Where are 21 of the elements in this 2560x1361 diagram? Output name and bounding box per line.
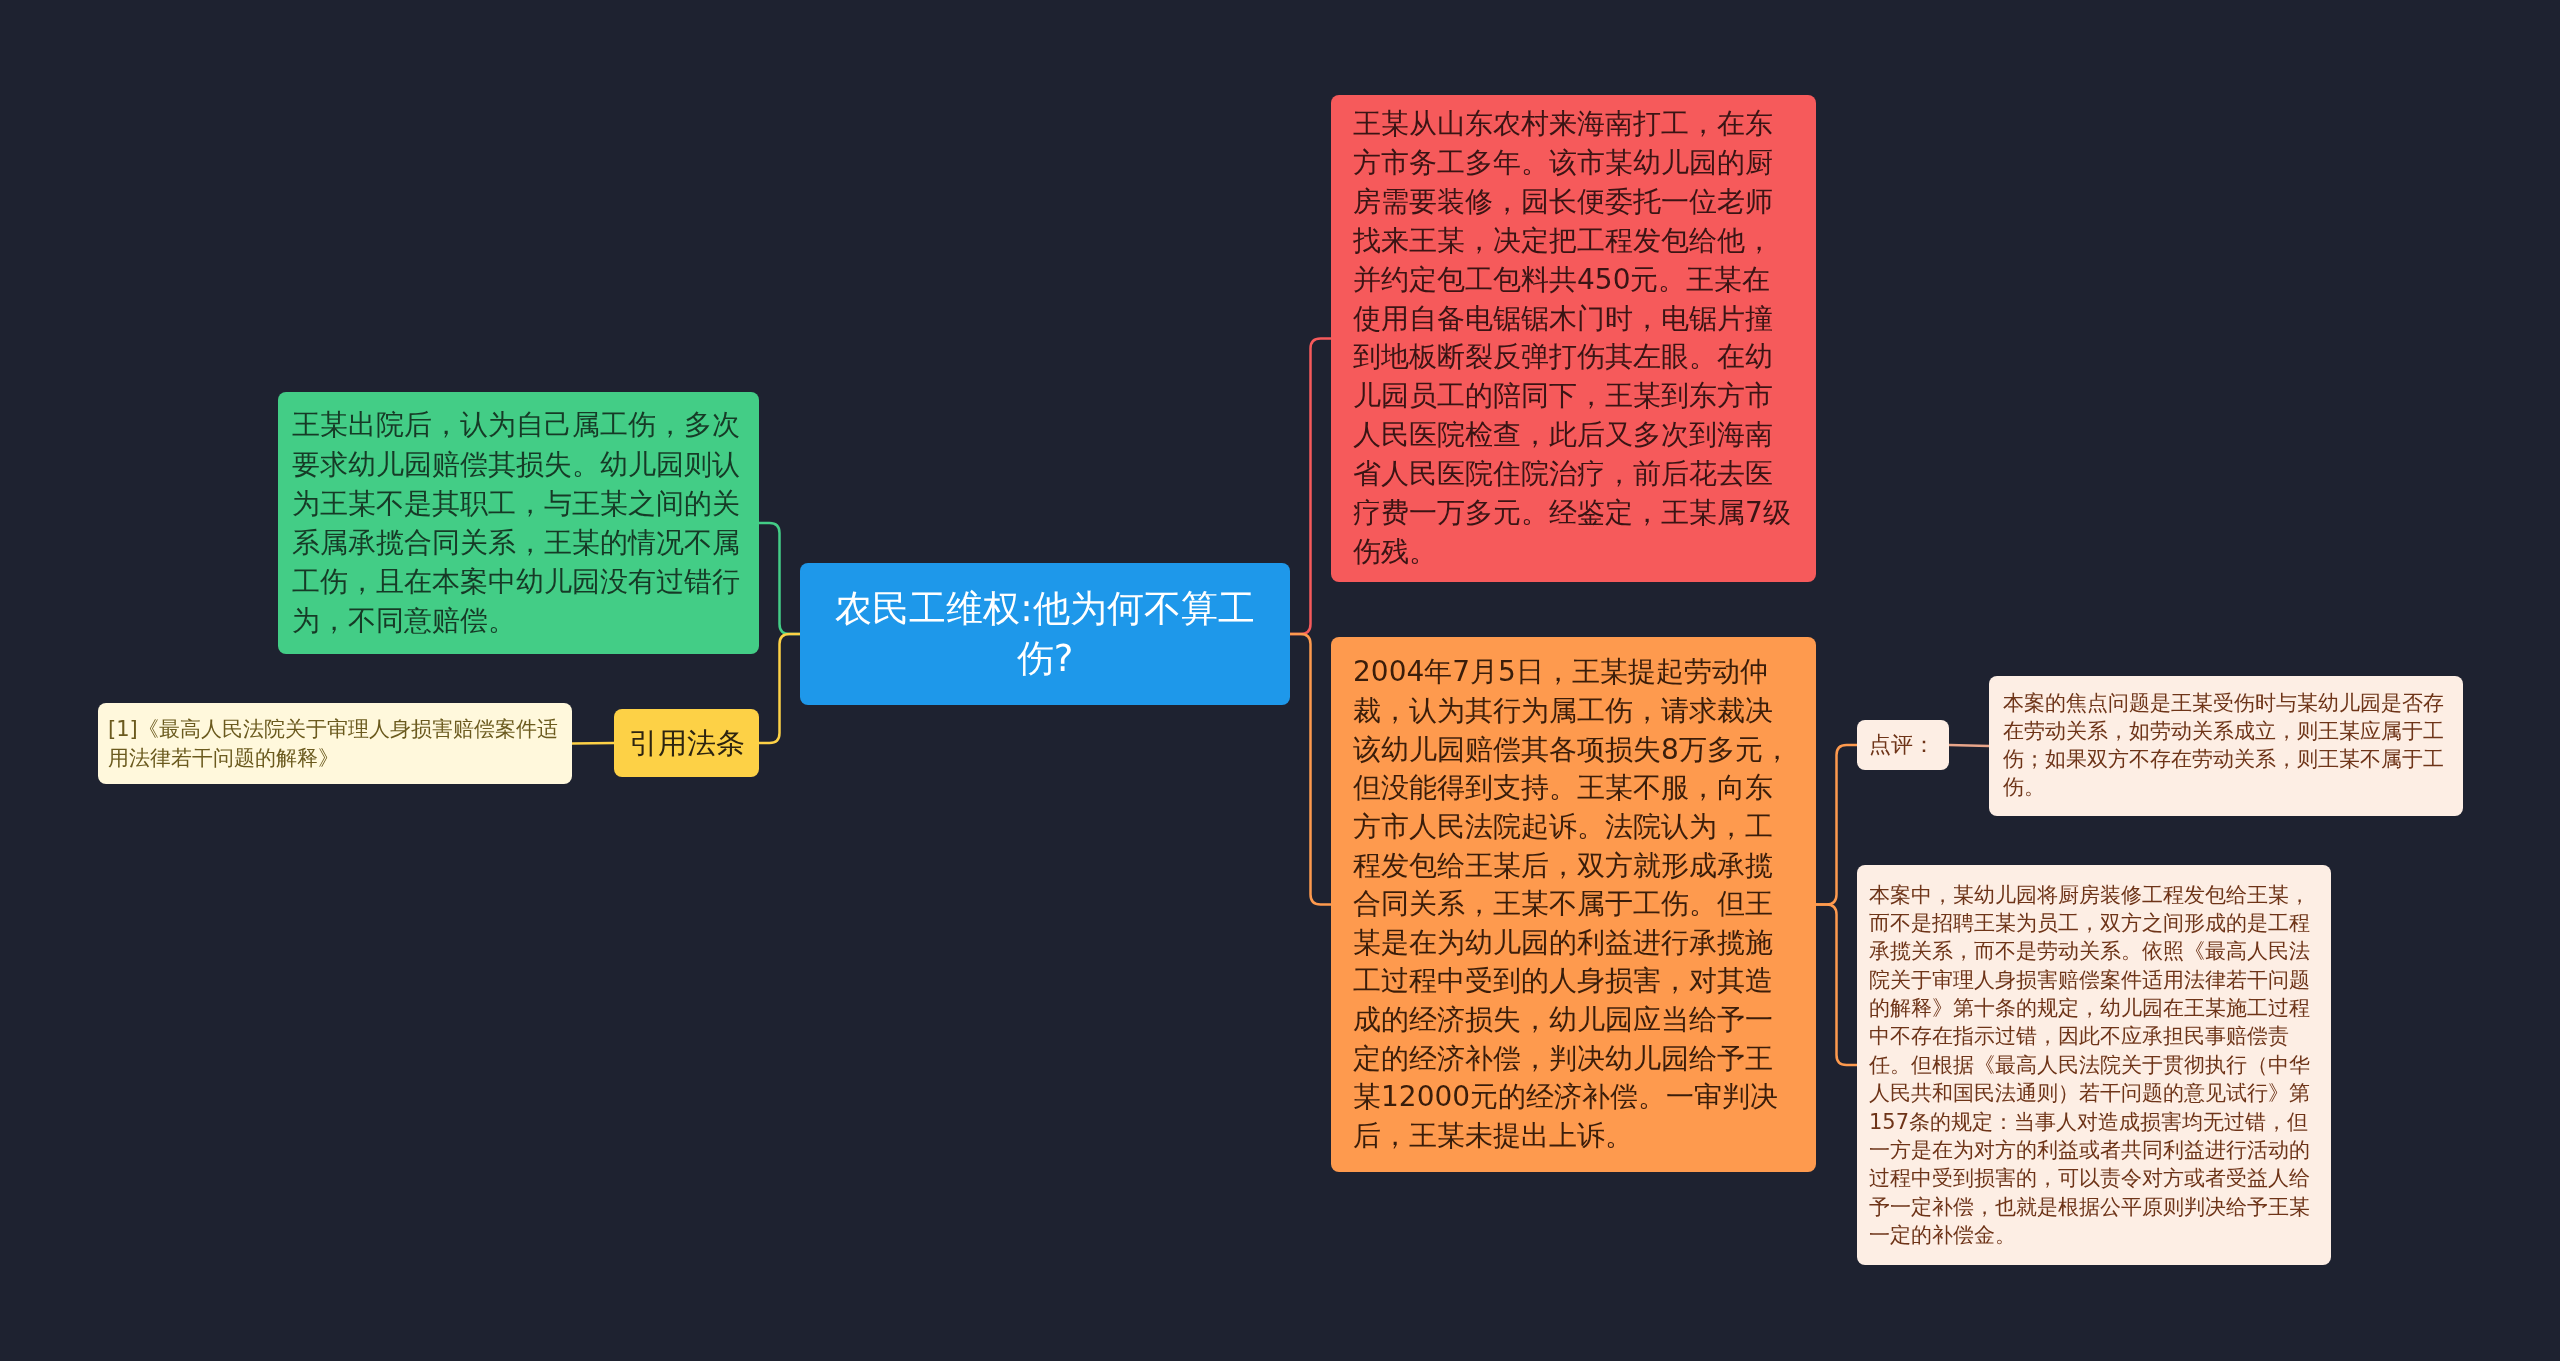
node-text: 王某出院后，认为自己属工伤，多次要求幼儿园赔偿其损失。幼儿园则认为王某不是其职工，与王某之间的关系属承揽合同关系，王某的情况不属工伤，且在本案中幼儿园没有过错行为，不同意赔偿。 [292,407,741,640]
node-text: 2004年7月5日，王某提起劳动仲裁，认为其行为属工伤，请求裁决该幼儿园赔偿其各项损失8万多元，但没能得到支持。王某不服，向东方市人民法院起诉。法院认为，工程发包给王某后，双方就形成承揽合同关系，王某不属于工伤。但王某是在为幼儿园的利益进行承揽施工过程中受到的人身损害，对其造成的经济损失，幼儿园应当给予一定的经济补偿，判决幼儿园给予王某12000元的经济补偿。一审判决后，王某未提出上诉。 [1353,654,1792,1154]
node-text: 本案的焦点问题是王某受伤时与某幼儿园是否存在劳动关系，如劳动关系成立，则王某应属于工伤；如果双方不存在劳动关系，则王某不属于工伤。 [2003,690,2445,801]
connector-line [572,741,614,745]
subtopic-box [1857,720,1949,770]
topic-box [614,709,759,777]
node-text: 农民工维权:他为何不算工伤? [834,586,1256,682]
node-text: [1]《最高人民法院关于审理人身损害赔偿案件适用法律若干问题的解释》 [108,716,559,772]
node-text: 点评： [1869,730,1936,759]
connector-line [1948,743,1990,748]
reference-box [98,703,572,784]
central-topic-box [800,563,1290,705]
subtopic-box [1989,676,2463,816]
connector-line [1816,903,1857,1067]
node-text: 引用法条 [627,725,746,761]
node-text: 王某从山东农村来海南打工，在东方市务工多年。该市某幼儿园的厨房需要装修，园长便委托一位老师找来王某，决定把工程发包给他，并约定包工包料共450元。王某在使用自备电锯锯木门时，电锯片撞到地板断裂反弹打伤其左眼。在幼儿园员工的陪同下，王某到东方市人民医院检查，此后又多次到海南省人民医院住院治疗，前后花去医疗费一万多元。经鉴定，王某属7级伤残。 [1353,106,1792,570]
topic-box [278,392,759,654]
connector-line [1290,632,1331,906]
topic-box [1331,637,1816,1172]
connector-line [759,632,800,745]
node-text: 本案中，某幼儿园将厨房装修工程发包给王某，而不是招聘王某为员工，双方之间形成的是工程承揽关系，而不是劳动关系。依照《最高人民法院关于审理人身损害赔偿案件适用法律若干问题的解释》第十条的规定，幼儿园在王某施工过程中不存在指示过错，因此不应承担民事赔偿责任。但根据《最高人民法院关于贯彻执行（中华人民共和国民法通则）若干问题的意见试行》第157条的规定：当事人对造成损害均无过错，但一方是在为对方的利益或者共同利益进行活动的过程中受到损害的，可以责令对方或者受益人给予一定补偿，也就是根据公平原则判决给予王某一定的补偿金。 [1869,881,2311,1249]
